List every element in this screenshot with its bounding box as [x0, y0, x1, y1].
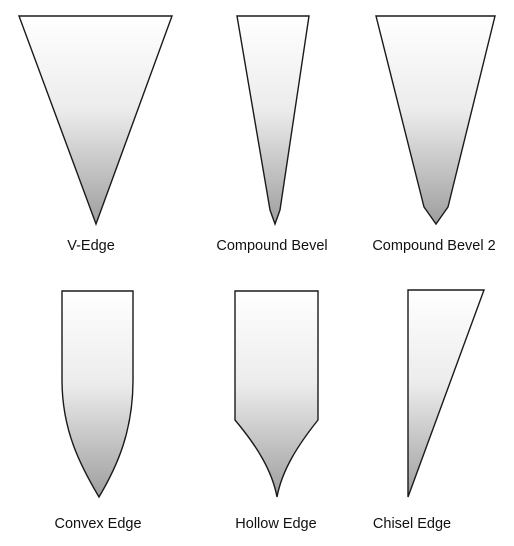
- compound-bevel-profile: Compound Bevel: [216, 15, 328, 254]
- convex-edge-label: Convex Edge: [54, 516, 141, 532]
- chisel-edge-label: Chisel Edge: [373, 516, 451, 532]
- convex-edge-profile: Convex Edge: [54, 290, 142, 532]
- chisel-edge-shape: [407, 289, 486, 498]
- compound-bevel-label: Compound Bevel: [216, 238, 327, 254]
- convex-edge-shape: [61, 290, 134, 499]
- compound-bevel-2-profile: Compound Bevel 2: [372, 15, 496, 254]
- v-edge-profile: V-Edge: [17, 15, 174, 254]
- compound-bevel-shape: [236, 15, 310, 227]
- hollow-edge-label: Hollow Edge: [235, 516, 316, 532]
- hollow-edge-shape: [234, 290, 319, 498]
- hollow-edge-profile: Hollow Edge: [234, 290, 319, 532]
- compound-bevel-2-shape: [375, 15, 496, 226]
- chisel-edge-profile: Chisel Edge: [373, 289, 486, 532]
- v-edge-label: V-Edge: [67, 238, 115, 254]
- v-edge-shape: [17, 15, 174, 227]
- compound-bevel-2-label: Compound Bevel 2: [372, 238, 495, 254]
